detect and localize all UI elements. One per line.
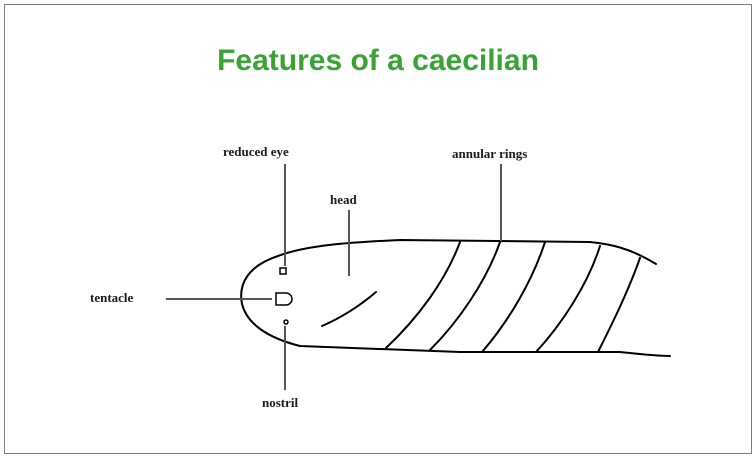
eye-mark xyxy=(280,268,286,274)
label-tentacle: tentacle xyxy=(90,290,134,305)
tentacle-mark xyxy=(276,293,292,305)
annular-ring xyxy=(386,242,460,348)
nostril-mark xyxy=(284,320,288,324)
annular-ring xyxy=(430,242,500,350)
mouth-line xyxy=(322,292,376,326)
annular-ring xyxy=(598,258,640,352)
annular-ring xyxy=(536,246,600,352)
annular-ring xyxy=(482,242,545,352)
label-reduced-eye: reduced eye xyxy=(223,144,289,159)
label-head: head xyxy=(330,192,358,207)
label-nostril: nostril xyxy=(262,395,299,410)
label-annular-rings: annular rings xyxy=(452,146,527,161)
